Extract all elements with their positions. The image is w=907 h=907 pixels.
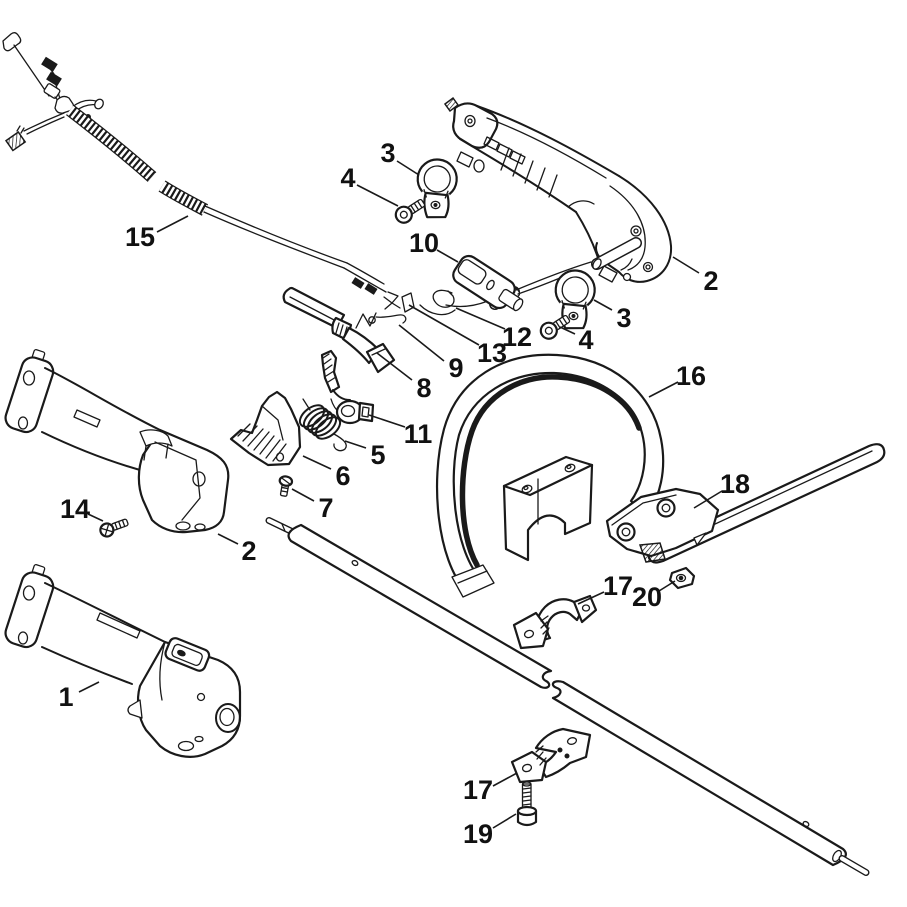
callout-label-clamp-bracket-upper: 17 (603, 571, 633, 601)
callout-label-handle-assembly: 1 (58, 682, 73, 712)
callout-label-spring: 5 (370, 440, 385, 470)
callout-leader-trigger-interlock (368, 414, 406, 428)
callout-leader-cable-upper (455, 307, 506, 330)
drive-tube-lower (551, 680, 870, 876)
part-2-handle-housing-left (4, 349, 230, 534)
callout-leader-cable-lower (408, 304, 480, 346)
callout-leader-housing-left (217, 533, 239, 545)
callout-leader-screw-top (356, 184, 399, 207)
callout-label-interlock-lever: 6 (335, 461, 350, 491)
callout-leader-spring (344, 440, 367, 449)
part-1-handle-assembly (4, 564, 242, 758)
callout-leader-screw-bottom (559, 326, 576, 335)
drive-tube-upper (265, 517, 553, 689)
part-19-bolt (516, 781, 538, 827)
part-14-housing-screw (99, 518, 129, 538)
callout-label-barrier-bar: 18 (720, 469, 750, 499)
callout-label-bolt: 19 (463, 819, 493, 849)
callout-leader-clamp-bracket-upper (577, 591, 605, 605)
part-3-clamp-upper (416, 158, 458, 219)
part-16-loop-handle (435, 353, 665, 598)
callout-label-wiring-harness: 15 (125, 222, 155, 252)
callout-leader-handle-assembly (78, 681, 100, 693)
callout-label-throttle-trigger: 8 (416, 373, 431, 403)
callout-label-screw-top: 4 (340, 163, 355, 193)
callout-leader-spring-wire (398, 324, 445, 362)
callout-label-housing-top: 2 (703, 266, 718, 296)
callout-leader-loop-handle (648, 381, 679, 398)
callout-leader-interlock-lever (302, 455, 332, 470)
callout-label-trigger-interlock: 11 (404, 419, 433, 449)
callout-leader-clamp-top (396, 160, 420, 176)
part-17-clamp-lower (510, 727, 592, 784)
callout-label-clamp-top: 3 (380, 138, 395, 168)
callout-leader-barrier-bar (693, 490, 723, 509)
part-20-nut (668, 566, 696, 590)
callout-leader-wiring-harness (156, 215, 189, 233)
callout-leader-clip (436, 249, 459, 263)
part-6-interlock-lever (229, 390, 302, 467)
part-11-trigger-interlock (320, 349, 375, 425)
callout-label-cable-lower: 13 (477, 338, 507, 368)
callout-leader-clamp-bottom (593, 299, 613, 311)
callout-label-lever-screw: 7 (318, 493, 333, 523)
part-17-clamp-upper (512, 594, 598, 650)
callout-label-clamp-bracket-lower: 17 (463, 775, 493, 805)
callout-leader-bolt (492, 813, 517, 829)
callout-leader-nut (658, 580, 676, 592)
part-8-throttle-trigger (282, 286, 396, 374)
part-9-spring-wire (355, 312, 407, 329)
callout-leader-lever-screw (291, 488, 315, 502)
callout-label-clamp-bottom: 3 (616, 303, 631, 333)
part-2-handle-housing-top (443, 96, 673, 283)
callout-label-cable-upper: 12 (502, 322, 532, 352)
part-18-barrier-bar (605, 443, 886, 564)
callout-leader-throttle-trigger (376, 352, 413, 381)
callout-label-clip: 10 (409, 228, 439, 258)
part-15-wiring-harness (2, 32, 348, 269)
callout-leader-housing-top (672, 256, 700, 274)
part-7-lever-screw (278, 475, 294, 497)
callout-label-nut: 20 (632, 582, 662, 612)
callout-label-housing-left: 2 (241, 536, 256, 566)
part-10-clip (452, 254, 524, 312)
callout-label-housing-screw: 14 (60, 494, 90, 524)
callout-leader-housing-screw (87, 513, 104, 522)
callout-label-spring-wire: 9 (448, 353, 463, 383)
part-5-spring (298, 398, 347, 452)
callout-label-loop-handle: 16 (676, 361, 706, 391)
part-4-screw-upper (394, 198, 426, 224)
part-4-screw-lower (539, 314, 571, 340)
callout-label-screw-bottom: 4 (578, 325, 593, 355)
callout-leader-clamp-bracket-lower (492, 772, 518, 787)
